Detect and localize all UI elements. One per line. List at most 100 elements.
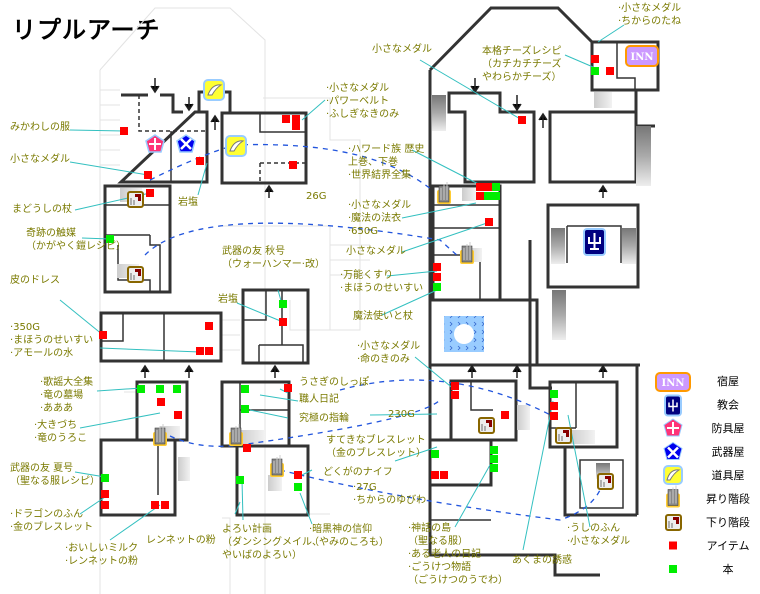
- item-marker: [606, 67, 614, 75]
- legend-label: アイテム: [707, 540, 750, 553]
- label-rennet: レンネットの粉: [146, 533, 216, 546]
- weapon-shop-icon: [663, 441, 683, 460]
- label-medal-inn: ·小さなメダル·ちからのたね: [618, 1, 681, 27]
- label-dragon: ·ドラゴンのふん·金のブレスレット: [10, 507, 93, 533]
- label-26g: 26G: [306, 191, 326, 202]
- item-marker: [292, 122, 300, 130]
- item-marker: [433, 263, 441, 271]
- book-marker: [236, 476, 244, 484]
- label-shokunin: 職人日記: [299, 392, 339, 405]
- book-marker: [137, 385, 145, 393]
- stairs-down-icon: [665, 514, 682, 531]
- item-marker: [485, 218, 493, 226]
- legend-item-item-shop: 道具屋: [663, 465, 745, 485]
- legend-item-armor-shop: 防具屋: [663, 418, 745, 437]
- label-yoroi: よろい計画（ダンシングメイル、やいばのよろい）: [222, 522, 322, 561]
- item-marker: [451, 391, 459, 399]
- entrance-arrows: [140, 78, 608, 378]
- stairs-down-icon: [127, 191, 144, 208]
- book-marker: [591, 67, 599, 75]
- stairs-markers: [127, 182, 614, 490]
- item-marker: [431, 471, 439, 479]
- inn-icon: INN: [655, 372, 691, 392]
- item-marker: [196, 347, 204, 355]
- item-marker: [476, 192, 484, 200]
- item-shop-icon: [663, 465, 683, 485]
- label-ganen2: 岩塩: [218, 292, 238, 305]
- label-akuma: あくまの誘惑: [512, 553, 572, 566]
- item-marker: [294, 471, 302, 479]
- labels: みかわしの服小さなメダルまどうしの杖奇跡の触媒（かがやく鎧レシピ）皮のドレス·3…: [10, 1, 681, 586]
- label-kiseki: 奇跡の触媒（かがやく鎧レシピ）: [26, 226, 126, 252]
- book-marker: [241, 385, 249, 393]
- church-icon: [664, 394, 682, 417]
- legend-label: 道具屋: [712, 468, 745, 482]
- book-marker: [492, 192, 500, 200]
- item-marker: [174, 411, 182, 419]
- item-marker: [550, 402, 558, 410]
- armor-shop-icon: [663, 418, 683, 437]
- stairs-up-icon: [229, 424, 243, 446]
- label-kyukyoku: 究極の指輪: [299, 411, 349, 424]
- label-ganen1: 岩塩: [178, 195, 198, 208]
- label-cheese: 本格チーズレシピ（カチカチチーズやわらかチーズ）: [482, 44, 562, 83]
- stairs-up-icon: [153, 424, 167, 446]
- item-marker: [144, 171, 152, 179]
- leader-lines: [59, 24, 625, 551]
- item-marker: [146, 189, 154, 197]
- item-marker: [591, 55, 599, 63]
- label-kawa: 皮のドレス: [10, 273, 60, 286]
- east-buildings: [428, 6, 660, 577]
- item-marker: [292, 115, 300, 123]
- item-marker: [279, 318, 287, 326]
- weapon-shop-icon: [176, 134, 196, 153]
- book-marker: [156, 385, 164, 393]
- label-350g: ·350G·まほうのせいすい·アモールの水: [10, 322, 93, 359]
- book-marker: [433, 283, 441, 291]
- label-dokuga: どくがのナイフ: [323, 465, 393, 478]
- item-marker: [99, 331, 107, 339]
- label-230g: 230G: [388, 409, 415, 420]
- legend-label: 本: [723, 562, 734, 576]
- item-markers: [99, 55, 614, 509]
- church-icon: [583, 228, 606, 256]
- label-medal-houi: ·小さなメダル·魔法の法衣·650G: [348, 198, 411, 237]
- item-marker: [289, 161, 297, 169]
- book-marker: [484, 192, 492, 200]
- label-usagi: うさぎのしっぽ: [299, 375, 369, 388]
- label-madoushi: まどうしの杖: [12, 202, 72, 215]
- book-marker: [492, 183, 500, 191]
- legend-label: 昇り階段: [706, 492, 750, 506]
- book-marker: [101, 474, 109, 482]
- stairs-up-icon: [666, 485, 680, 508]
- legend-item-stairs-down: 下り階段: [665, 514, 750, 531]
- label-ushi: ·うしのふん·小さなメダル: [567, 522, 630, 547]
- book-marker: [490, 455, 498, 463]
- stairs-up-icon: [437, 182, 451, 204]
- svg-text:INN: INN: [662, 378, 685, 389]
- legend-label: 下り階段: [706, 515, 750, 529]
- book-marker: [490, 464, 498, 472]
- label-suteki: すてきなブレスレット（金のブレスレット）: [326, 433, 426, 459]
- item-marker: [161, 501, 169, 509]
- label-27g: ·27G·ちからのゆびわ: [353, 482, 426, 506]
- label-bannou: ·万能くすり·まほうのせいすい: [340, 268, 423, 294]
- label-kayou: ·歌謡大全集·竜の墓場·あああ: [40, 375, 93, 414]
- stairs-up-icon: [270, 455, 284, 477]
- item-marker: [101, 501, 109, 509]
- book-marker: [106, 235, 114, 243]
- item-marker: [243, 444, 251, 452]
- legend-item-church: 教会: [664, 394, 739, 417]
- label-mahou-tsukai: 魔法使いと杖: [353, 309, 413, 322]
- item-marker: [101, 490, 109, 498]
- item-marker: [476, 183, 484, 191]
- book-marker: [294, 483, 302, 491]
- stairs-down-icon: [555, 427, 572, 444]
- label-ankoku: ·暗黒神の信仰（やみのころも）: [309, 522, 389, 548]
- label-medal-mid: 小さなメダル: [346, 244, 406, 257]
- stairs-down-icon: [478, 417, 495, 434]
- legend-item-book: 本: [669, 562, 734, 576]
- item-marker: [205, 347, 213, 355]
